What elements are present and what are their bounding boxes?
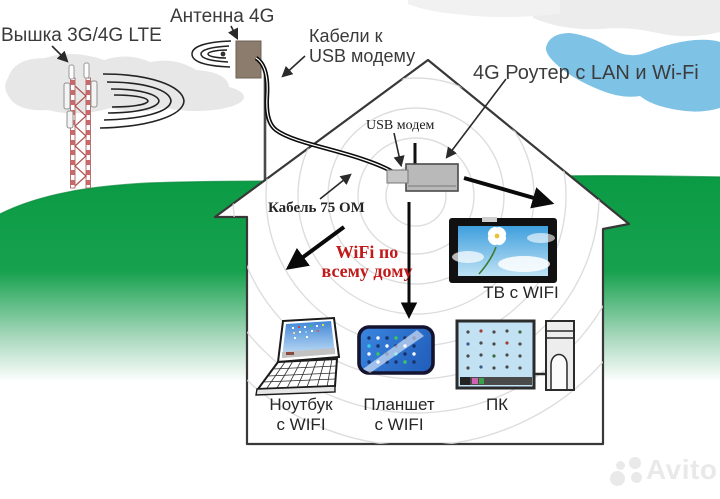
avito-logo-circle-icon — [631, 472, 642, 483]
cables-label-line2: USB модему — [309, 46, 416, 66]
antenna-label: Антенна 4G — [170, 6, 275, 27]
tablet-label: Планшет с WIFI — [355, 395, 443, 435]
cell-tower-icon — [63, 62, 98, 189]
cloud-blue — [545, 33, 720, 112]
arrow-cables-label — [281, 55, 306, 78]
antenna-signal-waves-icon — [191, 40, 232, 68]
cloud-gray-left — [5, 53, 244, 114]
arrow-wifi-downleft — [285, 225, 346, 270]
laptop-label-line1: Ноутбук — [269, 395, 333, 414]
cable-75ohm-label: Кабель 75 ОМ — [268, 200, 365, 216]
laptop-label: Ноутбук с WIFI — [261, 395, 341, 435]
avito-logo-circle-icon — [616, 461, 625, 470]
router-icon — [405, 143, 459, 192]
tv-label: ТВ с WIFI — [483, 283, 559, 302]
arrow-router-to-tv — [463, 176, 555, 209]
arrow-usb-label — [393, 132, 405, 168]
wifi-label-line2: всему дому — [321, 261, 413, 281]
pc-label: ПК — [485, 395, 509, 414]
tablet-label-line2: с WIFI — [374, 415, 424, 434]
wifi-label-line1: WiFi по — [335, 242, 399, 262]
cables-label: Кабели к USB модему — [309, 26, 415, 66]
tablet-icon — [357, 325, 435, 375]
pc-icon — [455, 319, 575, 391]
signal-arrows — [285, 176, 555, 319]
usb-modem-label: USB модем — [366, 118, 435, 133]
arrow-router-label — [445, 78, 507, 159]
tower-label: Вышка 3G/4G LTE — [1, 25, 162, 46]
cloud-gray-top-right — [408, 0, 720, 37]
tower-signal-waves-icon — [99, 73, 185, 129]
label-arrows — [51, 25, 507, 200]
avito-watermark-text: Avito — [646, 454, 718, 485]
wifi-everywhere-label: WiFi по всему дому — [317, 243, 417, 281]
avito-logo-circle-icon — [610, 471, 625, 486]
router-label: 4G Роутер с LAN и Wi-Fi — [473, 62, 699, 84]
coax-cable — [254, 56, 398, 176]
laptop-icon — [255, 316, 341, 396]
tablet-label-line1: Планшет — [363, 395, 435, 414]
arrow-cable75-label — [319, 173, 352, 200]
avito-logo-circle-icon — [629, 457, 641, 469]
laptop-label-line2: с WIFI — [276, 415, 326, 434]
arrow-tower-label — [51, 45, 69, 63]
cables-label-line1: Кабели к — [309, 26, 383, 46]
tv-icon — [449, 217, 557, 283]
avito-watermark: Avito — [608, 448, 718, 496]
usb-modem-icon — [386, 169, 409, 184]
arrow-antenna-label — [227, 25, 239, 41]
